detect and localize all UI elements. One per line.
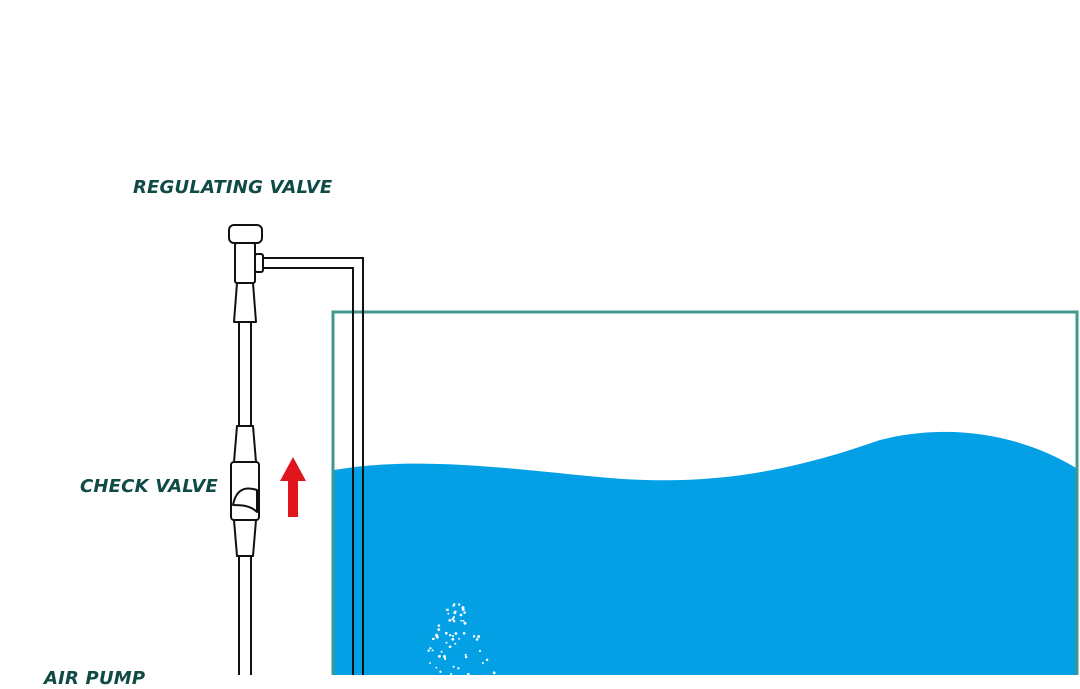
air-bubble xyxy=(448,645,452,649)
air-bubble xyxy=(437,628,441,631)
regulating-valve-label: REGULATING VALVE xyxy=(133,177,333,198)
air-bubble xyxy=(481,662,484,664)
air-bubble xyxy=(435,666,438,669)
air-bubble xyxy=(472,635,476,638)
air-bubble xyxy=(452,665,455,668)
air-bubble xyxy=(462,608,465,611)
air-bubble xyxy=(429,662,431,664)
air-bubble xyxy=(427,649,430,652)
air-bubble xyxy=(457,667,460,670)
air-bubble xyxy=(478,649,482,652)
air-bubble xyxy=(463,611,466,614)
air-bubble xyxy=(448,633,452,637)
air-bubble xyxy=(445,641,448,644)
air-bubble xyxy=(475,638,479,641)
air-bubble xyxy=(461,606,465,610)
air-bubble xyxy=(432,637,435,640)
air-bubble xyxy=(466,672,470,675)
air-bubble xyxy=(429,647,432,650)
air-bubble xyxy=(464,653,467,656)
air-bubble xyxy=(452,603,456,606)
air-bubble xyxy=(450,672,453,675)
aquarium-air-system-diagram xyxy=(228,224,1079,675)
tank-water xyxy=(334,431,1076,675)
air-bubble xyxy=(458,603,461,606)
air-pump-label: AIR PUMP xyxy=(44,668,146,689)
air-bubble xyxy=(492,671,496,675)
air-bubble xyxy=(453,620,456,623)
check-valve-icon xyxy=(230,425,260,557)
air-bubble xyxy=(464,655,468,659)
air-bubble xyxy=(454,610,457,613)
air-bubble xyxy=(439,670,442,673)
air-bubble xyxy=(462,632,466,635)
air-bubble xyxy=(451,637,455,641)
aquarium-tank-outline xyxy=(331,310,1079,675)
air-bubble xyxy=(477,635,481,638)
air-bubble xyxy=(462,619,465,622)
air-bubble xyxy=(463,621,467,625)
air-bubble xyxy=(431,649,434,652)
air-bubble xyxy=(454,642,457,645)
air-bubble xyxy=(452,616,456,619)
up-arrow-icon xyxy=(280,457,306,517)
air-bubble xyxy=(436,635,439,639)
air-bubble xyxy=(444,631,448,635)
air-bubble xyxy=(443,657,447,661)
air-bubble xyxy=(454,632,458,635)
air-bubble xyxy=(451,617,455,621)
regulating-valve-icon xyxy=(228,224,264,323)
air-bubble xyxy=(437,654,441,658)
air-bubble xyxy=(437,624,441,627)
air-bubble xyxy=(485,658,489,662)
air-bubble xyxy=(446,608,450,611)
air-bubble xyxy=(458,637,461,640)
air-tube-into-tank xyxy=(262,257,364,675)
air-bubbles xyxy=(427,603,496,675)
air-bubble xyxy=(459,613,463,617)
air-bubble xyxy=(460,619,463,622)
air-bubble xyxy=(452,634,455,638)
air-bubble xyxy=(447,612,450,615)
air-bubble xyxy=(440,650,443,653)
air-bubble xyxy=(448,619,452,622)
air-bubble xyxy=(443,655,446,658)
check-valve-label: CHECK VALVE xyxy=(80,476,219,497)
